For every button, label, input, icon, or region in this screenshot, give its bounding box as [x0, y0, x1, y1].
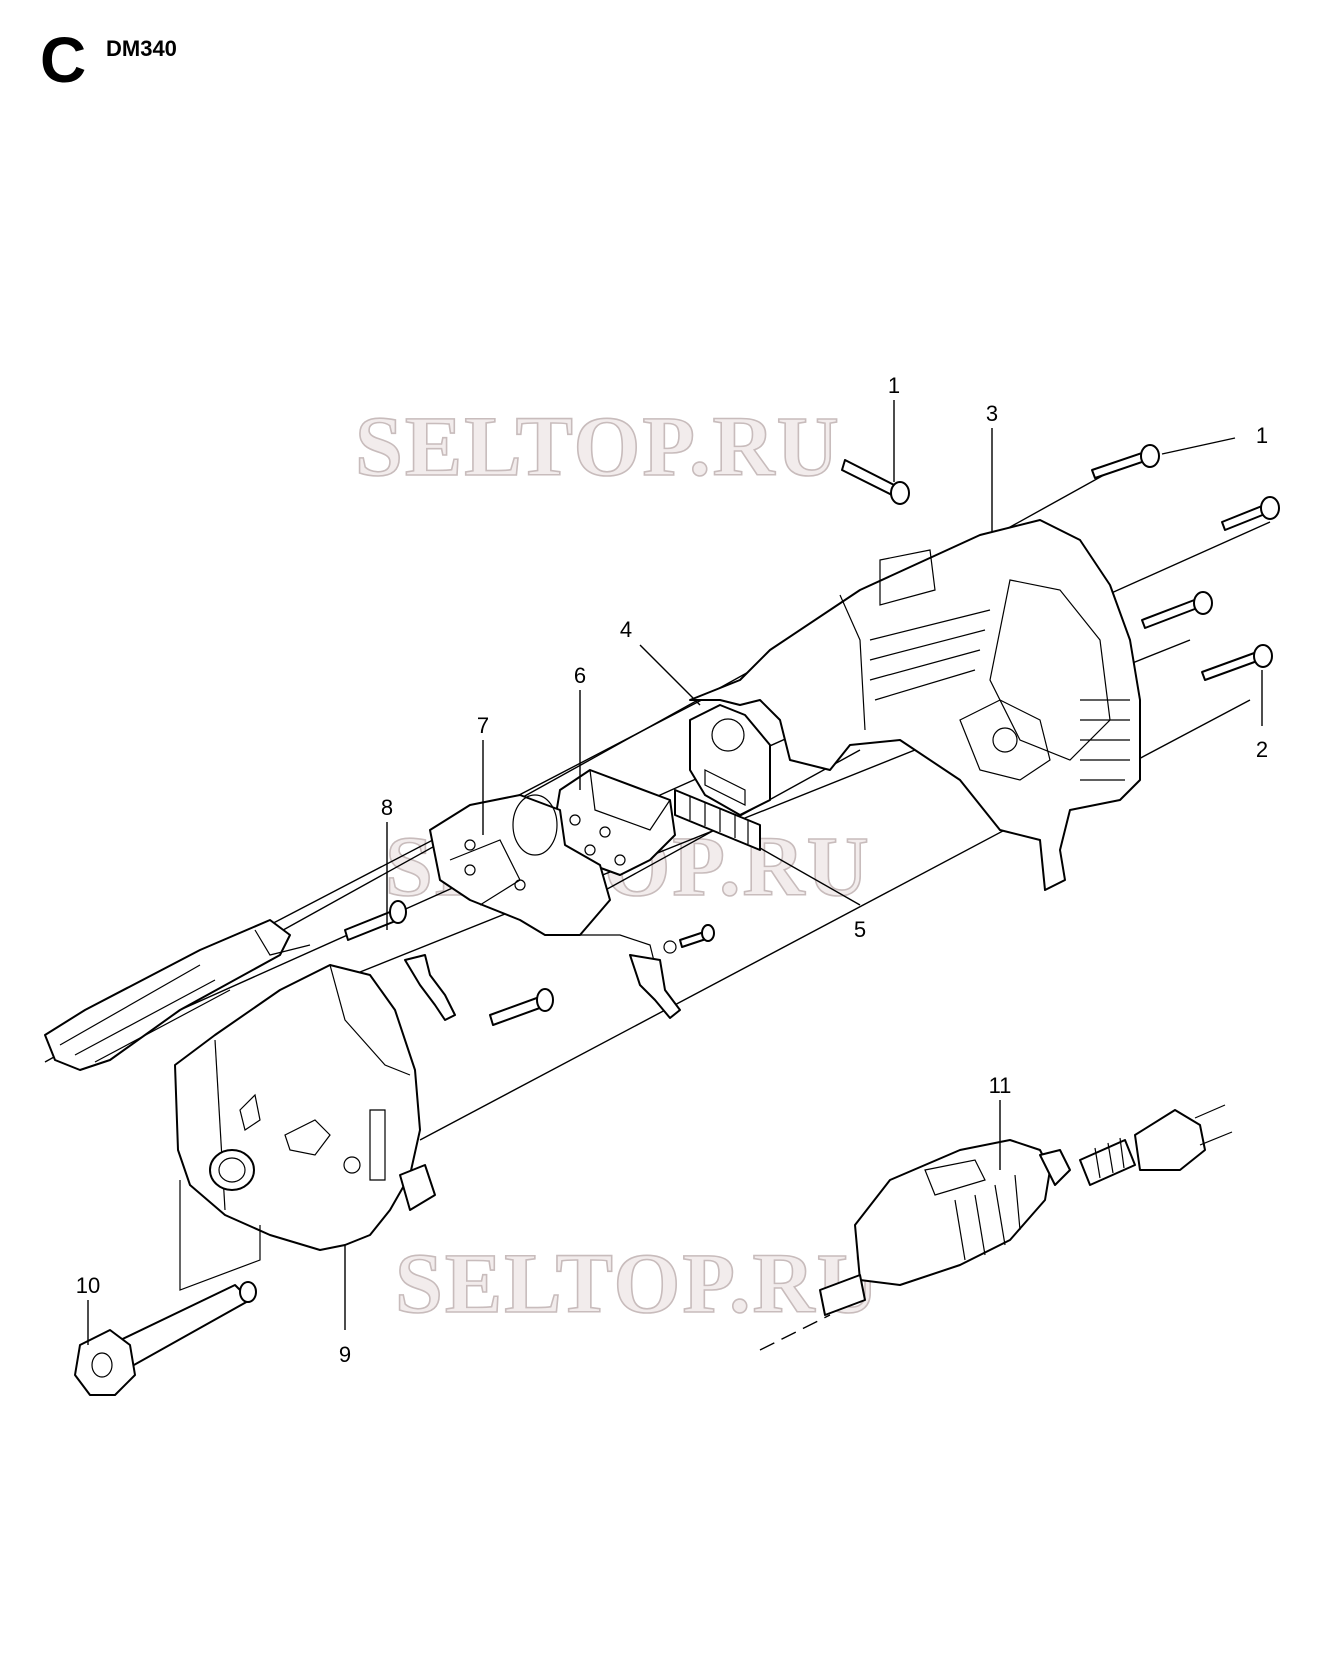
callout-9: 9 [339, 1342, 351, 1367]
screws [344, 444, 1280, 1026]
screw-right-3 [1141, 591, 1213, 629]
screw-2 [1201, 644, 1273, 681]
callout-8: 8 [381, 795, 393, 820]
motor-capacitor-assembly [429, 794, 671, 1006]
bracket-plate [689, 704, 771, 816]
screw-right-2 [1221, 496, 1280, 531]
screw-small [679, 924, 715, 948]
screw-8 [344, 900, 407, 941]
callout-5: 5 [854, 917, 866, 942]
terminal-strip [674, 789, 761, 851]
section-letter: C [40, 24, 87, 96]
watermark: SELTOP.RU [355, 398, 841, 494]
callout-3: 3 [986, 401, 998, 426]
screw-1-right [1091, 444, 1160, 479]
handle [44, 919, 311, 1071]
callout-4: 4 [620, 617, 632, 642]
callout-1-top: 1 [888, 373, 900, 398]
callout-10: 10 [76, 1273, 100, 1298]
callout-7: 7 [477, 713, 489, 738]
callout-11: 11 [989, 1073, 1012, 1098]
leader-lines [87, 400, 1263, 1345]
dust-tube [74, 1180, 261, 1396]
callout-1-right: 1 [1256, 423, 1268, 448]
clips [404, 954, 681, 1021]
power-cord-assembly [759, 1104, 1233, 1351]
watermark: SELTOP.RU [395, 1235, 881, 1331]
model-name: DM340 [106, 36, 177, 61]
screw-1-top [841, 459, 910, 505]
top-housing-cover [689, 519, 1141, 891]
switch-block [554, 769, 676, 876]
screw-mid [489, 988, 554, 1026]
callout-6: 6 [574, 663, 586, 688]
callout-labels: 1 1 2 3 4 5 6 7 8 9 10 11 [76, 373, 1268, 1367]
callout-2: 2 [1256, 737, 1268, 762]
motor-housing [174, 964, 436, 1251]
